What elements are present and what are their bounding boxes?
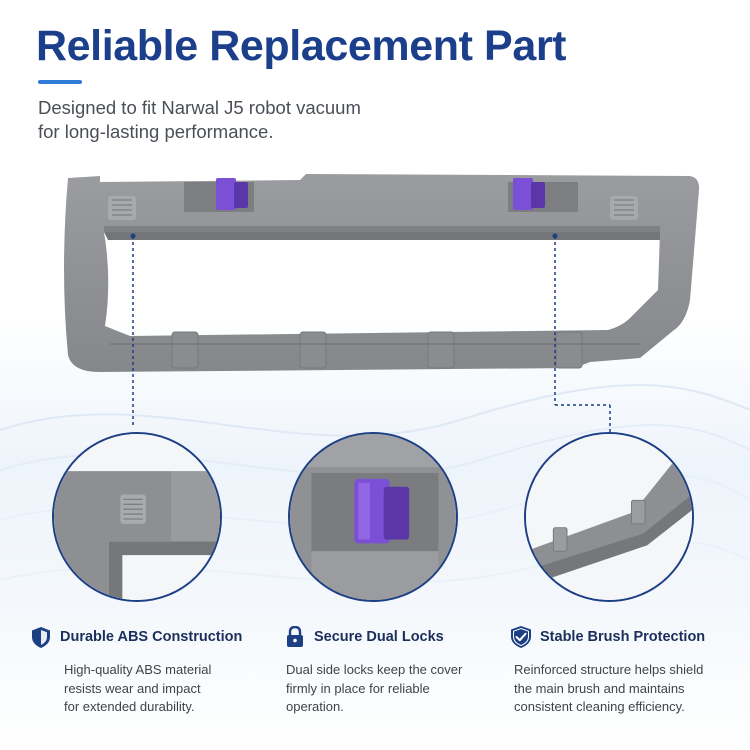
feature-desc-line: Dual side locks keep the cover — [286, 662, 463, 677]
callout-lines — [130, 233, 611, 432]
lock-icon — [284, 625, 306, 649]
brush-cover-frame — [64, 174, 700, 372]
subtitle-line-1: Designed to fit Narwal J5 robot vacuum — [38, 97, 361, 118]
subtitle-line-2: for long-lasting performance. — [38, 121, 274, 142]
feature-secure-locks: Secure Dual Locks Dual side locks keep t… — [284, 624, 509, 717]
feature-desc-line: for extended durability. — [64, 699, 195, 714]
feature-durable-abs: Durable ABS Construction High-quality AB… — [30, 624, 255, 717]
feature-desc-line: operation. — [286, 699, 344, 714]
shield-check-icon — [510, 625, 532, 649]
feature-brush-protection: Stable Brush Protection Reinforced struc… — [510, 624, 735, 717]
feature-desc-line: resists wear and impact — [64, 680, 201, 696]
shield-icon — [30, 625, 52, 649]
feature-desc-line: consistent cleaning efficiency. — [514, 699, 685, 714]
page-subtitle: Designed to fit Narwal J5 robot vacuum f… — [38, 96, 458, 144]
detail-circle-structure — [524, 432, 694, 602]
feature-desc-line: High-quality ABS material — [64, 662, 212, 677]
feature-description: High-quality ABS material resists wear a… — [30, 661, 255, 717]
detail-circle-grip — [52, 432, 222, 602]
feature-description: Reinforced structure helps shield the ma… — [510, 661, 735, 717]
page-title: Reliable Replacement Part — [36, 22, 567, 70]
feature-desc-line: firmly in place for reliable — [286, 680, 430, 696]
feature-desc-line: Reinforced structure helps shield — [514, 662, 704, 677]
title-underline — [38, 80, 82, 84]
feature-title: Stable Brush Protection — [540, 629, 706, 645]
feature-description: Dual side locks keep the cover firmly in… — [284, 661, 509, 717]
feature-title: Secure Dual Locks — [314, 629, 444, 645]
detail-circle-lock — [288, 432, 458, 602]
feature-desc-line: the main brush and maintains — [514, 680, 685, 696]
feature-title: Durable ABS Construction — [60, 629, 243, 645]
